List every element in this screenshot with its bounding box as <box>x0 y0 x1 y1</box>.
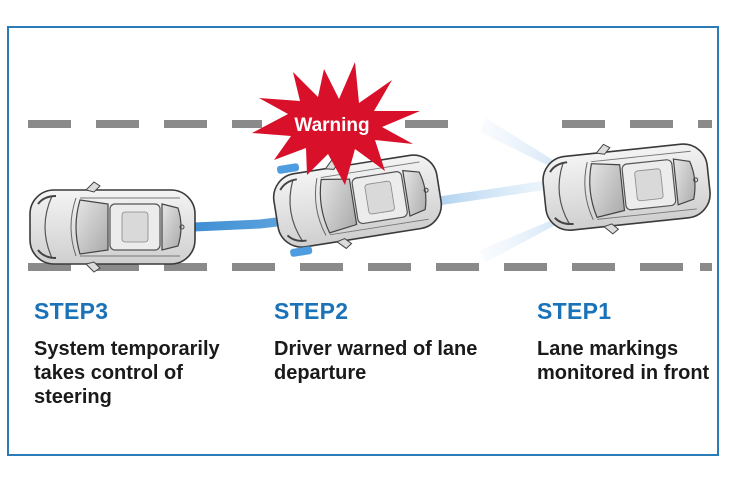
warning-label: Warning <box>294 115 369 136</box>
step2-block: STEP2 Driver warned of lane departure <box>274 298 484 385</box>
step3-block: STEP3 System temporarily takes control o… <box>34 298 264 409</box>
car-step2 <box>267 142 448 260</box>
lane-marking-top <box>28 120 712 128</box>
car-step3 <box>29 181 196 273</box>
warning-light-icon <box>276 163 300 174</box>
step3-title: STEP3 <box>34 298 109 324</box>
car-step1 <box>538 132 715 242</box>
step2-title: STEP2 <box>274 298 349 324</box>
step2-description: Driver warned of lane departure <box>274 338 478 384</box>
step1-block: STEP1 Lane markings monitored in front <box>537 298 717 385</box>
step1-title: STEP1 <box>537 298 612 324</box>
lane-marking-bottom <box>28 263 712 271</box>
warning-light-icon <box>290 246 313 257</box>
step3-description: System temporarily takes control of stee… <box>34 338 220 408</box>
warning-burst: Warning <box>252 62 420 185</box>
step1-description: Lane markings monitored in front <box>537 338 710 384</box>
